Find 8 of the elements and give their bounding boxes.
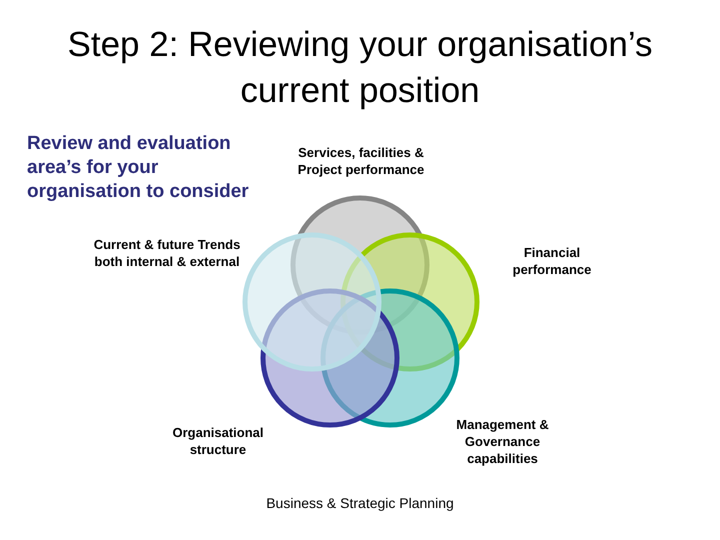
circle-label: Management & Governance capabilities bbox=[455, 416, 550, 467]
circle-label: Services, facilities & Project performance bbox=[296, 144, 426, 178]
circle-label: Organisational structure bbox=[171, 424, 265, 458]
footer-text: Business & Strategic Planning bbox=[265, 495, 455, 511]
subtitle: Review and evaluation area’s for your organisation to consider bbox=[27, 132, 250, 204]
title: Step 2: Reviewing your organisation’s current position bbox=[66, 24, 654, 112]
circle-label: Financial performance bbox=[512, 244, 592, 278]
circle-label: Current & future Trends both internal & external bbox=[92, 236, 242, 270]
